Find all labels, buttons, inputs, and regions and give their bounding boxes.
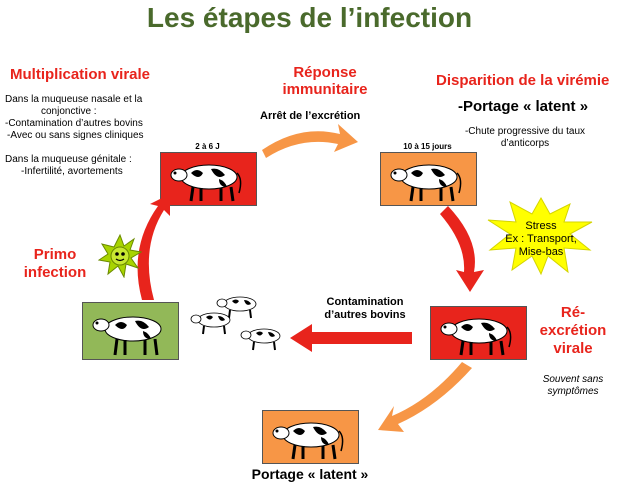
reexcretion-note-line: Souvent sans	[542, 374, 604, 385]
disparition-line: -Chute progressive du taux	[464, 126, 586, 137]
multiplication-line: -Avec ou sans signes cliniques	[7, 130, 144, 141]
primo-line: infection	[23, 264, 87, 281]
stress-star-icon	[487, 196, 593, 276]
reexcretion-line: Ré-	[560, 304, 586, 321]
cow-image-green-left	[82, 302, 179, 360]
disparition-sub: -Portage « latent »	[458, 98, 589, 115]
stress-label: Stress	[525, 220, 557, 232]
cow-image-orange-top	[380, 152, 477, 206]
cow-icon	[440, 318, 512, 356]
cow-icon	[92, 316, 162, 356]
virus-icon	[98, 234, 142, 278]
multiplication-line: Dans la muqueuse génitale :	[5, 154, 132, 165]
arrow-left-red	[137, 194, 170, 300]
reponse-heading: Réponse immunitaire	[270, 64, 380, 98]
stress-line: Ex : Transport,	[505, 233, 577, 245]
multiplication-details: Dans la muqueuse nasale et la conjonctiv…	[5, 94, 175, 178]
duration-label-2: 10 à 15 jours	[403, 142, 452, 151]
page-title: Les étapes de l’infection	[146, 2, 473, 33]
portage-latent-label: Portage « latent »	[251, 466, 369, 482]
cow-icon	[272, 422, 344, 460]
arrow-top-orange	[262, 124, 358, 158]
cow-image-orange-bottom	[262, 410, 359, 464]
cow-group-icon	[190, 296, 281, 351]
disparition-line: d’anticorps	[500, 138, 550, 149]
arrow-middle-red	[290, 324, 412, 352]
multiplication-heading: Multiplication virale	[10, 66, 151, 83]
duration-label-1: 2 à 6 J	[195, 142, 220, 151]
reexcretion-line: excrétion	[539, 322, 607, 339]
primo-heading: Primo infection	[14, 246, 96, 282]
reexcretion-line: virale	[553, 340, 593, 357]
contamination-line: Contamination	[326, 296, 404, 308]
multiplication-line: Dans la muqueuse nasale et la	[5, 94, 143, 105]
reponse-sub: Arrêt de l’excrétion	[260, 110, 361, 122]
contamination-line: d’autres bovins	[324, 309, 406, 321]
cow-image-red-top	[160, 152, 257, 206]
disparition-details: -Chute progressive du taux d’anticorps	[455, 126, 595, 150]
reexcretion-note-line: symptômes	[547, 386, 599, 397]
primo-line: Primo	[33, 246, 77, 263]
stress-text: Stress Ex : Transport, Mise-bas	[486, 220, 596, 259]
reexcretion-heading: Ré- excrétion virale	[528, 304, 618, 358]
reponse-line: immunitaire	[282, 81, 368, 98]
cow-icon	[390, 164, 462, 202]
stress-line: Mise-bas	[518, 246, 564, 258]
arrow-bottom-orange	[378, 362, 472, 432]
reponse-line: Réponse	[293, 64, 357, 81]
multiplication-line: conjonctive :	[41, 106, 97, 117]
reexcretion-note: Souvent sans symptômes	[528, 374, 618, 398]
arrow-right-red	[440, 206, 484, 292]
cow-icon	[170, 164, 242, 202]
disparition-heading: Disparition de la virémie	[436, 72, 610, 89]
multiplication-line: -Infertilité, avortements	[21, 166, 123, 177]
multiplication-line: -Contamination d’autres bovins	[5, 118, 143, 129]
cow-image-red-right	[430, 306, 527, 360]
contamination-label: Contamination d’autres bovins	[310, 296, 420, 322]
